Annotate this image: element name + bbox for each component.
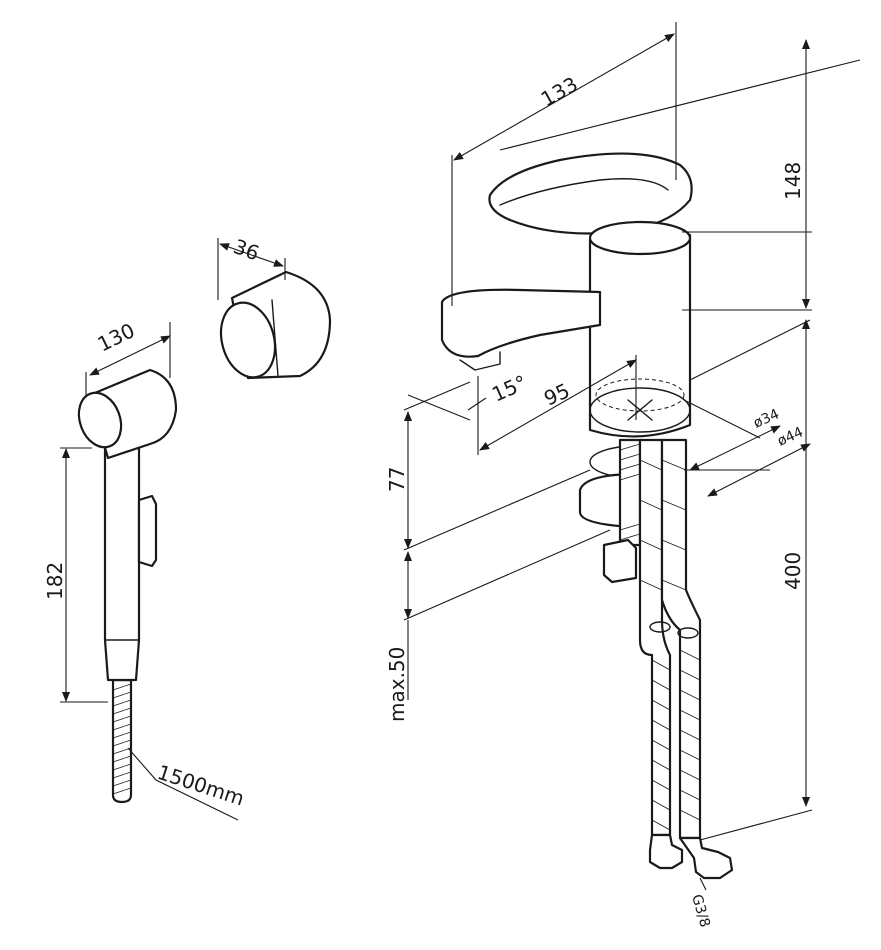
faucet-lever [488, 152, 693, 235]
shower-button [137, 494, 158, 568]
dim-hole-diameters: ø34 ø44 [683, 399, 811, 497]
label-supply-hose-length: 400 [781, 552, 805, 590]
dim-spout-clearance: 77 [385, 381, 591, 551]
hex-fittings [648, 833, 734, 880]
hand-shower: 130 182 1500mm [43, 318, 247, 821]
dim-holder-diameter: 36 [217, 234, 286, 300]
shower-head [77, 368, 178, 460]
label-shower-length: 130 [94, 318, 139, 356]
label-deck-thickness: max.50 [385, 647, 409, 722]
label-holder-diameter: 36 [230, 234, 262, 265]
dim-hose-length: 400 [689, 319, 813, 841]
supply-hoses [638, 438, 702, 840]
mounting-nut [602, 538, 638, 584]
faucet-spout [440, 288, 602, 358]
label-hose-length: 1500mm [154, 760, 247, 811]
shower-handle [103, 438, 141, 682]
wall-holder: 36 [217, 234, 332, 380]
label-faucet-depth: 133 [537, 72, 582, 112]
dim-faucet-height: 148 [682, 39, 812, 311]
basin-faucet: 133 148 15° 95 ø34 ø44 77 [385, 22, 861, 930]
dim-shower-height: 182 [43, 447, 108, 703]
faucet-body [588, 233, 692, 438]
label-shower-height: 182 [43, 562, 67, 600]
thread-callout: G3/8 [688, 877, 713, 930]
hose-length-callout: 1500mm [127, 747, 247, 821]
shower-hose [111, 678, 133, 804]
label-spout-angle: 15° [488, 370, 530, 406]
label-spout-reach: 95 [540, 378, 573, 410]
label-connection-thread: G3/8 [688, 893, 713, 930]
label-hole-large: ø44 [775, 424, 806, 449]
label-faucet-height: 148 [781, 162, 805, 200]
dim-deck-thickness: max.50 [385, 529, 611, 722]
label-spout-clearance: 77 [385, 467, 409, 492]
